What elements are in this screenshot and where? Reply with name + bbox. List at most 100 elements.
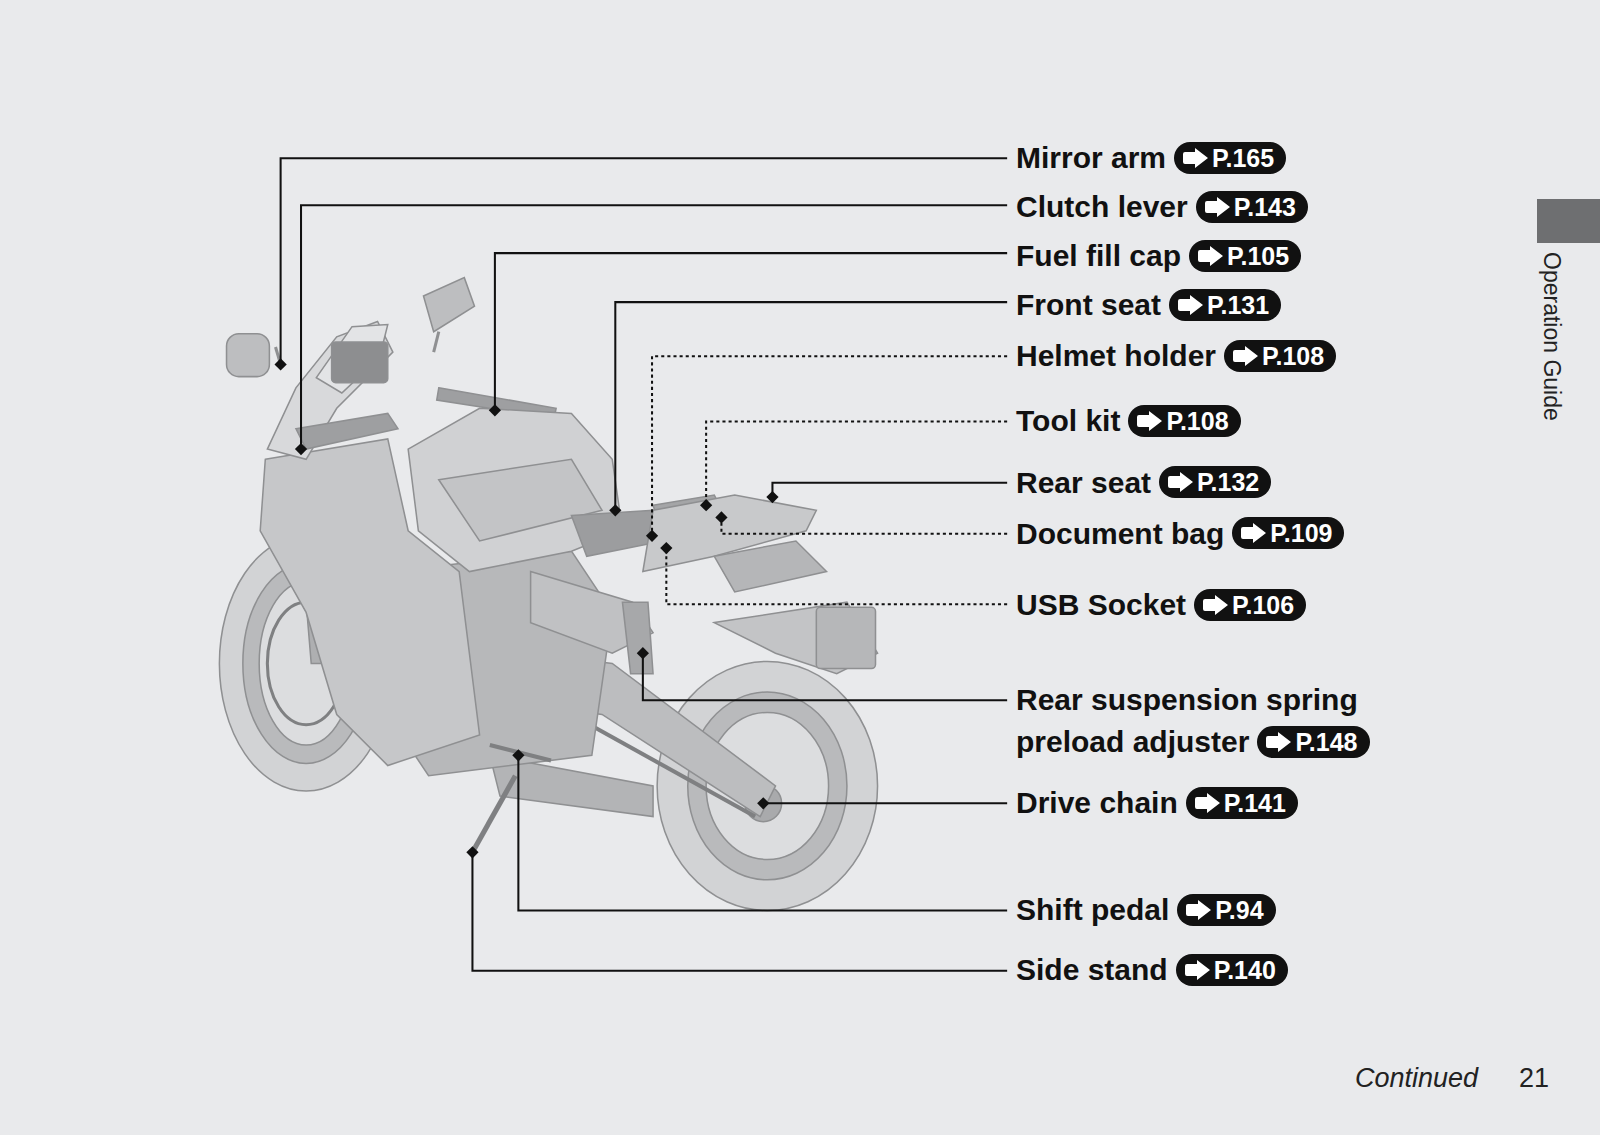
illustration-part xyxy=(609,504,621,516)
arrow-shape xyxy=(1233,346,1258,366)
illustration-part xyxy=(660,542,672,554)
page-number: P.140 xyxy=(1214,954,1276,986)
page-reference: P.106 xyxy=(1194,589,1306,621)
illustration-part xyxy=(622,602,653,673)
page-number: P.109 xyxy=(1270,517,1332,549)
part-name: USB Socket xyxy=(1016,584,1186,626)
page-reference: P.108 xyxy=(1128,405,1240,437)
illustration-part xyxy=(296,413,398,449)
illustration-part xyxy=(472,852,1007,970)
arrow-shape xyxy=(1168,472,1193,492)
page-reference: P.131 xyxy=(1169,289,1281,321)
arrow-icon xyxy=(1134,410,1164,432)
arrow-icon xyxy=(1182,959,1212,981)
arrow-shape xyxy=(1241,523,1266,543)
arrow-shape xyxy=(1186,900,1211,920)
illustration-part xyxy=(700,499,712,511)
page-reference: P.140 xyxy=(1176,954,1288,986)
part-name: Document bag xyxy=(1016,513,1224,555)
arrow-shape xyxy=(1266,732,1291,752)
page-number: P.94 xyxy=(1215,894,1263,926)
illustration-part xyxy=(316,325,387,393)
illustration-part xyxy=(423,278,474,332)
illustration-part xyxy=(666,548,1007,604)
illustration-part xyxy=(274,358,286,370)
arrow-shape xyxy=(1203,595,1228,615)
part-name: Tool kit xyxy=(1016,400,1120,442)
illustration-part xyxy=(518,755,1007,910)
page-reference: P.105 xyxy=(1189,240,1301,272)
part-name: Mirror arm xyxy=(1016,137,1166,179)
page-number: P.165 xyxy=(1212,142,1274,174)
illustration-part xyxy=(227,334,270,377)
arrow-icon xyxy=(1183,899,1213,921)
arrow-icon xyxy=(1175,294,1205,316)
arrow-icon xyxy=(1192,792,1222,814)
arrow-shape xyxy=(1195,793,1220,813)
page-reference: P.143 xyxy=(1196,191,1308,223)
illustration-part xyxy=(706,422,1007,506)
page-reference: P.165 xyxy=(1174,142,1286,174)
page-number: P.131 xyxy=(1207,289,1269,321)
illustration-part xyxy=(763,802,1007,804)
page-reference: P.109 xyxy=(1232,517,1344,549)
arrow-icon xyxy=(1200,594,1230,616)
illustration-part xyxy=(646,530,658,542)
leader-dots xyxy=(274,358,778,858)
page-number: P.108 xyxy=(1262,340,1324,372)
part-name: Front seat xyxy=(1016,284,1161,326)
part-name: Clutch lever xyxy=(1016,186,1188,228)
page-number: P.148 xyxy=(1295,726,1357,758)
page-number: P.132 xyxy=(1197,466,1259,498)
illustration-part xyxy=(652,356,1007,536)
illustration-part xyxy=(766,491,778,503)
illustration-part xyxy=(615,302,1007,510)
illustration-part xyxy=(466,846,478,858)
page-number: P.141 xyxy=(1224,787,1286,819)
part-name: Helmet holder xyxy=(1016,335,1216,377)
illustration-part xyxy=(643,653,1007,700)
illustration-part xyxy=(434,332,439,352)
arrow-icon xyxy=(1202,196,1232,218)
arrow-shape xyxy=(1198,246,1223,266)
illustration-part xyxy=(495,253,1007,410)
arrow-icon xyxy=(1195,245,1225,267)
section-title: Operation Guide xyxy=(1539,252,1565,421)
page-number: P.106 xyxy=(1232,589,1294,621)
page-number: P.143 xyxy=(1234,191,1296,223)
illustration-part xyxy=(757,797,769,809)
illustration-part xyxy=(295,443,307,455)
arrow-icon xyxy=(1230,345,1260,367)
leader-lines xyxy=(281,158,1008,970)
illustration-part xyxy=(721,517,1007,533)
continued-note: Continued xyxy=(1355,1063,1478,1094)
page-reference: P.141 xyxy=(1186,787,1298,819)
arrow-shape xyxy=(1183,148,1208,168)
illustration-part xyxy=(714,541,826,592)
arrow-shape xyxy=(1185,960,1210,980)
part-name: Shift pedal xyxy=(1016,889,1169,931)
illustration-part xyxy=(816,607,875,668)
motorcycle xyxy=(219,278,877,911)
part-name: Side stand xyxy=(1016,949,1168,991)
page-reference: P.94 xyxy=(1177,894,1275,926)
arrow-shape xyxy=(1205,197,1230,217)
illustration-part xyxy=(332,342,388,383)
page-reference: P.132 xyxy=(1159,466,1271,498)
arrow-icon xyxy=(1263,731,1293,753)
part-name: Fuel fill cap xyxy=(1016,235,1181,277)
illustration-part xyxy=(637,647,649,659)
part-name: Rear seat xyxy=(1016,462,1151,504)
arrow-shape xyxy=(1178,295,1203,315)
arrow-icon xyxy=(1165,471,1195,493)
arrow-shape xyxy=(1137,411,1162,431)
page-number: 21 xyxy=(1519,1063,1549,1094)
page-reference: P.108 xyxy=(1224,340,1336,372)
section-tab xyxy=(1537,199,1600,243)
illustration-part xyxy=(772,483,1007,497)
illustration-part xyxy=(715,511,727,523)
arrow-icon xyxy=(1180,147,1210,169)
page-number: P.108 xyxy=(1166,405,1228,437)
illustration-part xyxy=(489,404,501,416)
